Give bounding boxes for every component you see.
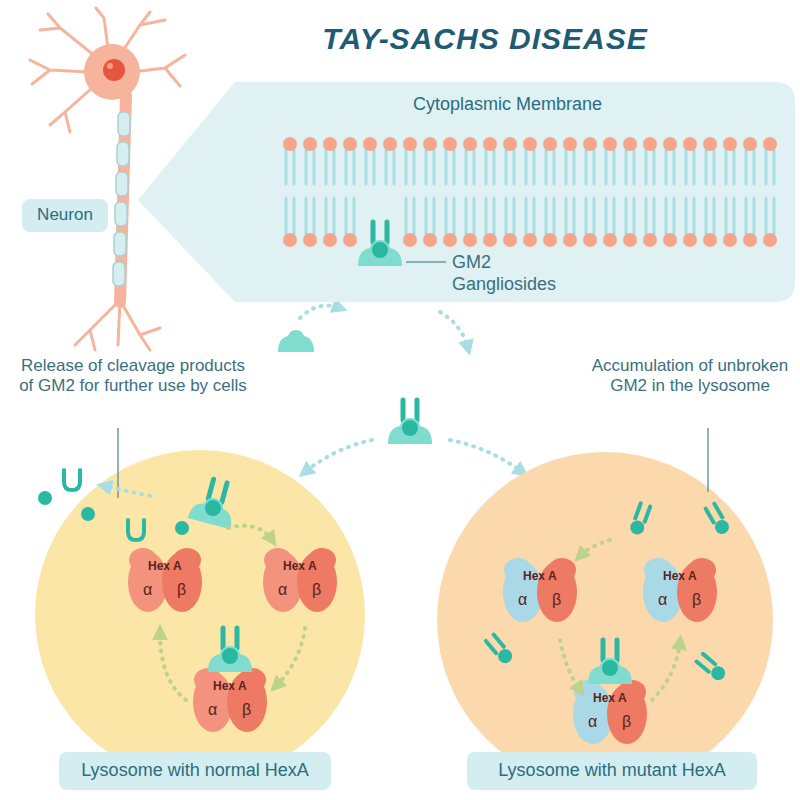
part-label: GM2 Gangliosides (452, 252, 572, 295)
label-box: Neuron (22, 199, 108, 232)
enzyme-name: Hex A (593, 692, 627, 704)
subunit-label: α (278, 582, 287, 598)
enzyme-name: Hex A (523, 570, 557, 582)
callout-note: Release of cleavage products of GM2 for … (18, 356, 248, 397)
panel-heading: Cytoplasmic Membrane (130, 94, 795, 116)
subunit-label: β (552, 592, 561, 608)
enzyme-name: Hex A (213, 680, 247, 692)
caption-text: Lysosome with normal HexA (81, 760, 308, 782)
subunit-label: α (518, 592, 527, 608)
caption-text: Neuron (37, 205, 93, 225)
subunit-label: α (208, 702, 217, 718)
subunit-label: α (588, 714, 597, 730)
subunit-label: β (692, 592, 701, 608)
enzyme-name: Hex A (148, 560, 182, 572)
subunit-label: β (177, 582, 186, 598)
subunit-label: β (622, 714, 631, 730)
subunit-label: α (658, 592, 667, 608)
subunit-label: α (143, 582, 152, 598)
caption-box: Lysosome with mutant HexA (467, 752, 757, 790)
title: TAY-SACHS DISEASE (250, 22, 720, 56)
caption-text: Lysosome with mutant HexA (498, 760, 725, 782)
enzyme-name: Hex A (283, 560, 317, 572)
enzyme-name: Hex A (663, 570, 697, 582)
subunit-label: β (312, 582, 321, 598)
caption-box: Lysosome with normal HexA (59, 752, 331, 790)
callout-note: Accumulation of unbroken GM2 in the lyso… (590, 356, 790, 397)
subunit-label: β (242, 702, 251, 718)
